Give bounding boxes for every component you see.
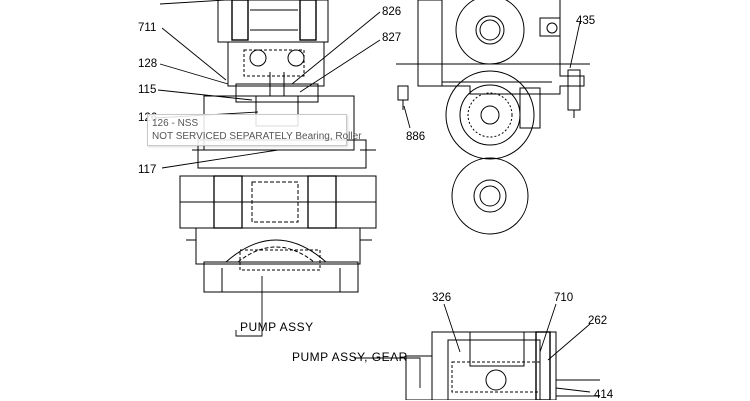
- part-tooltip: 126 - NSS NOT SERVICED SEPARATELY Bearin…: [147, 114, 362, 146]
- callout-827: 827: [382, 32, 402, 44]
- tooltip-title: 126 - NSS: [152, 118, 199, 129]
- callout-115: 115: [138, 84, 157, 96]
- callout-711: 711: [138, 22, 157, 34]
- side-view-right: [396, 0, 590, 235]
- caption-pump-assy-gear: PUMP ASSY, GEAR: [292, 350, 408, 364]
- callout-326: 326: [432, 292, 452, 304]
- tooltip-description: NOT SERVICED SEPARATELY Bearing, Roller: [152, 131, 362, 142]
- callout-826: 826: [382, 6, 402, 18]
- callout-886: 886: [406, 131, 426, 143]
- caption-pump-assy: PUMP ASSY: [240, 320, 314, 334]
- callout-117: 117: [138, 164, 157, 176]
- callout-414: 414: [594, 389, 614, 401]
- upper-shaft-assembly: [217, 0, 329, 127]
- callout-128: 128: [138, 58, 158, 70]
- callout-435: 435: [576, 15, 596, 27]
- gear-pump-assembly: [405, 331, 600, 400]
- callout-710: 710: [554, 292, 574, 304]
- callout-262: 262: [588, 315, 608, 327]
- pump-body-left: [179, 95, 377, 293]
